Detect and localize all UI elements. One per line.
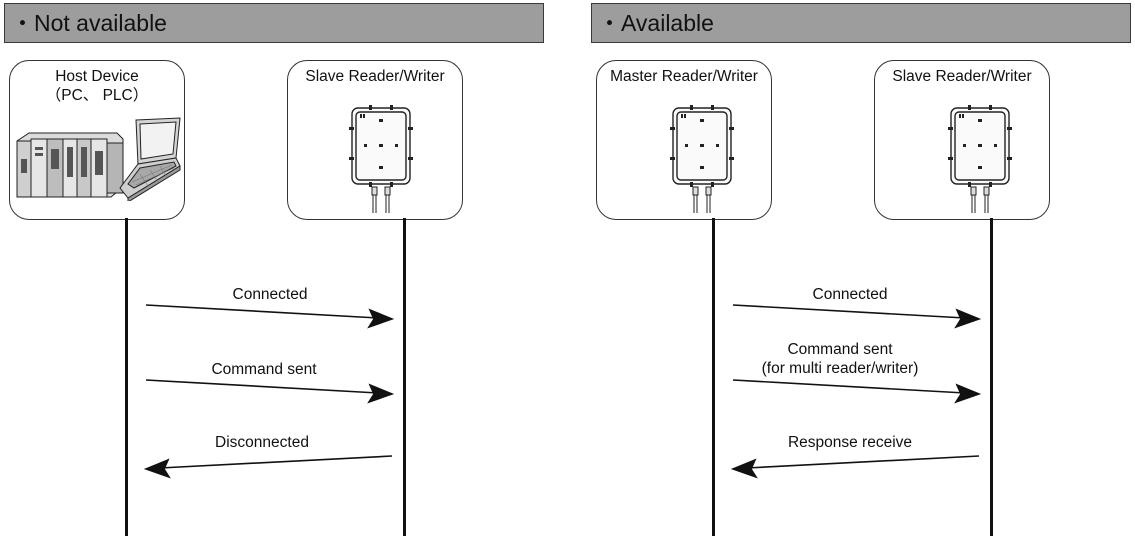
reader-writer-device-icon (670, 105, 734, 213)
reader-writer-device-icon (948, 105, 1012, 213)
laptop-icon (119, 117, 181, 201)
master-lifeline (712, 218, 715, 536)
arrow-connected (732, 304, 982, 329)
arrow-response-receive (730, 455, 980, 479)
slave-lifeline (403, 218, 406, 536)
host-device-sublabel: （PC、 PLC） (45, 87, 149, 104)
arrow-disconnected (143, 455, 393, 479)
host-device-label: Host Device (55, 68, 139, 85)
panel-header-available: ・Available (591, 3, 1131, 43)
slave-reader-writer-label: Slave Reader/Writer (305, 68, 445, 85)
host-lifeline (125, 218, 128, 536)
message-label-command-sent-detail: (for multi reader/writer) (761, 360, 919, 377)
reader-writer-device-icon (349, 105, 413, 213)
arrow-connected (145, 304, 395, 329)
master-reader-writer-label: Master Reader/Writer (610, 68, 758, 85)
message-label-disconnected: Disconnected (215, 434, 309, 451)
host-device-box: Host Device （PC、 PLC） (9, 60, 185, 220)
slave-reader-writer-box: Slave Reader/Writer (287, 60, 463, 220)
message-label-response-receive: Response receive (787, 434, 913, 451)
message-label-command-sent: Command sent (211, 361, 317, 378)
panel-header-not-available: ・Not available (4, 3, 544, 43)
slave-reader-writer-label: Slave Reader/Writer (892, 68, 1032, 85)
plc-rack-icon (16, 132, 124, 198)
slave-lifeline (990, 218, 993, 536)
master-reader-writer-box: Master Reader/Writer (596, 60, 772, 220)
message-label-connected: Connected (812, 286, 888, 303)
message-label-command-sent: Command sent (787, 341, 893, 358)
arrow-command-sent (732, 379, 982, 404)
arrow-command-sent (145, 379, 395, 404)
message-label-connected: Connected (232, 286, 308, 303)
panel-title: ・Not available (11, 10, 167, 36)
slave-reader-writer-box: Slave Reader/Writer (874, 60, 1050, 220)
panel-title: ・Available (598, 10, 714, 36)
